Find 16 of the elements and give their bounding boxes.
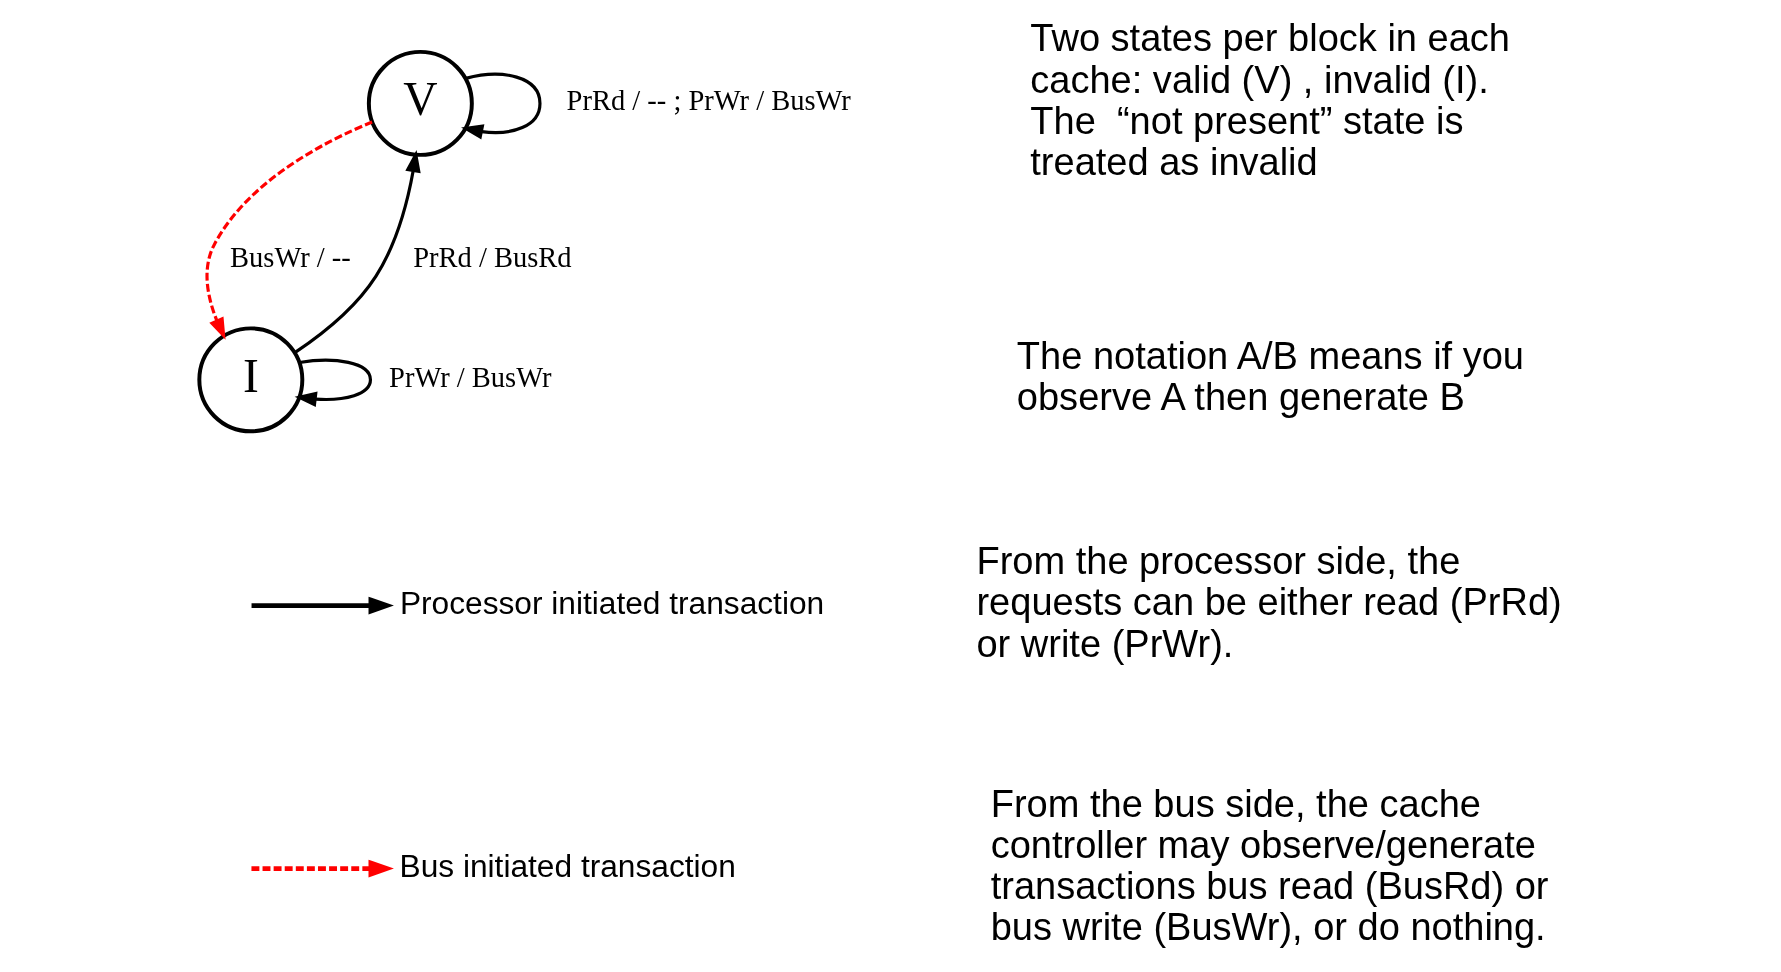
legend-label: Processor initiated transaction — [399, 584, 825, 621]
arrow — [461, 72, 542, 140]
label: From the processor side, the requests can be either read (PrRd) or write (PrWr). — [976, 540, 1562, 665]
edge-label: PrRd / BusRd — [413, 242, 572, 274]
legend-label: Bus initiated transaction — [399, 847, 736, 884]
arrow — [294, 358, 373, 407]
node-circle: I — [197, 326, 305, 434]
edge-label: PrWr / BusWr — [389, 361, 552, 393]
node-circle: V — [366, 49, 474, 157]
edge-label: BusWr / -- — [230, 242, 351, 274]
edge-label: PrRd / -- ; PrWr / BusWr — [566, 85, 851, 117]
label: From the bus side, the cache controller may observe/generate transactions bus read (BusRd) or bus write (BusWr), or do nothing. — [990, 782, 1549, 949]
label: Two states per block in each cache: valid (V) , invalid (I). The “not present” state is treated as invalid — [1030, 17, 1510, 183]
arrow — [294, 150, 421, 354]
arrow — [205, 120, 373, 340]
label: The notation A/B means if you observe A then generate B — [1016, 335, 1525, 419]
